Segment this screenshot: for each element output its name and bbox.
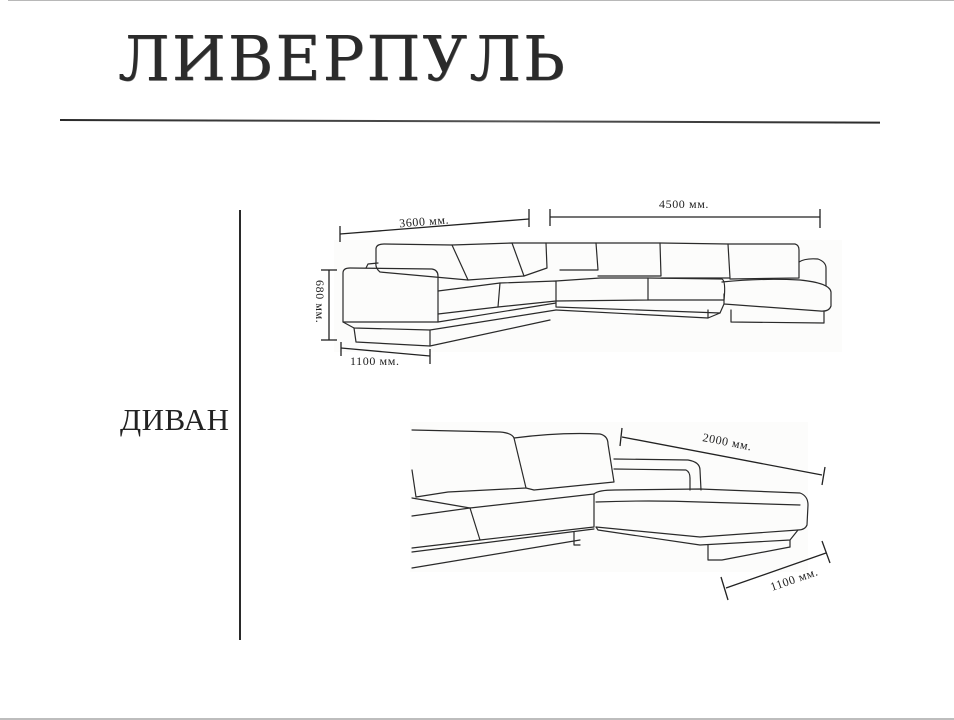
section-label: ДИВАН — [120, 402, 230, 437]
page-border-bottom — [0, 718, 954, 720]
page-border-top — [8, 0, 954, 1]
dim-height: 680 мм. — [313, 280, 327, 323]
section-divider — [239, 210, 241, 640]
page-title: ЛИВЕРПУЛЬ — [118, 22, 567, 95]
dim-width-left: 3600 мм. — [399, 213, 450, 231]
dim-depth: 1100 мм. — [350, 354, 400, 368]
dim-width-right: 4500 мм. — [659, 197, 709, 211]
